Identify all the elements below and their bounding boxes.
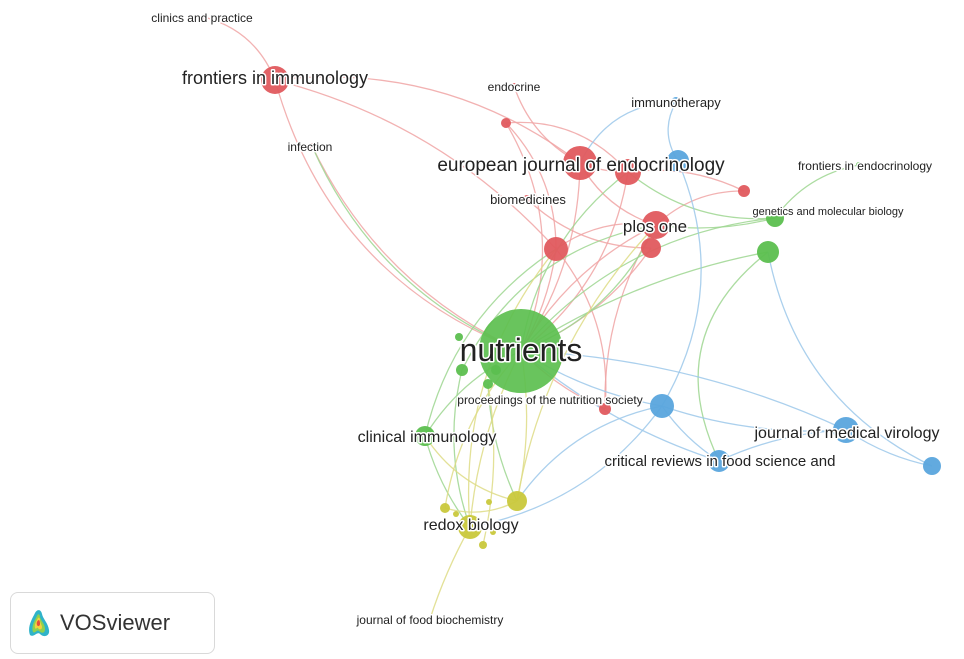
node-yellow-s1[interactable]: [440, 503, 450, 513]
label-frontiers-in-endocrinology[interactable]: frontiers in endocrinology: [796, 158, 933, 175]
network-link: [661, 405, 847, 432]
node-yellow-right[interactable]: [507, 491, 527, 511]
node-biomedicines[interactable]: [523, 195, 531, 203]
label-clinics-and-practice[interactable]: clinics and practice: [150, 10, 255, 27]
node-plos-one[interactable]: [642, 211, 670, 239]
network-link: [429, 526, 471, 620]
network-link: [516, 224, 657, 502]
label-immunotherapy[interactable]: immunotherapy: [630, 94, 723, 112]
label-journal-of-medical-virology[interactable]: journal of medical virology: [752, 424, 941, 444]
node-green-genetics[interactable]: [766, 209, 784, 227]
network-link: [274, 79, 522, 352]
node-blue-endo[interactable]: [667, 150, 689, 172]
network-link: [718, 429, 847, 462]
network-link: [424, 435, 471, 528]
label-proceedings-of-the-nutrition-society[interactable]: proceedings of the nutrition society: [456, 392, 644, 409]
network-link: [453, 369, 471, 528]
node-green-frontiers-endo[interactable]: [856, 162, 862, 168]
node-blue-right[interactable]: [923, 457, 941, 475]
node-red-proceedings[interactable]: [599, 403, 611, 415]
label-genetics-and-molecular-biology[interactable]: genetics and molecular biology: [751, 205, 906, 220]
node-yellow-s4[interactable]: [486, 499, 492, 505]
node-green-right[interactable]: [757, 241, 779, 263]
network-link: [767, 251, 933, 467]
label-journal-of-food-biochemistry[interactable]: journal of food biochemistry: [354, 612, 505, 629]
network-link: [274, 79, 557, 250]
vosviewer-logo-badge: VOSviewer: [10, 592, 215, 654]
label-infection[interactable]: infection: [286, 139, 334, 156]
node-endo-small[interactable]: [501, 118, 511, 128]
vosviewer-logo-text: VOSviewer: [60, 610, 171, 635]
node-red-right[interactable]: [738, 185, 750, 197]
network-link: [505, 121, 629, 173]
node-green-clinical[interactable]: [415, 426, 435, 446]
node-blue-virology[interactable]: [833, 417, 859, 443]
network-link: [505, 122, 557, 250]
label-european-journal-of-endocrinology[interactable]: european journal of endocrinology: [436, 154, 727, 178]
node-green-n1[interactable]: [456, 364, 468, 376]
vosviewer-heatmap-logo-icon: [29, 610, 50, 637]
label-frontiers-in-immunology[interactable]: frontiers in immunology: [180, 67, 369, 90]
network-link: [424, 248, 557, 437]
node-yellow-s5[interactable]: [453, 511, 459, 517]
network-link: [579, 101, 677, 164]
network-link: [469, 405, 663, 528]
node-green-n3[interactable]: [455, 333, 463, 341]
node-yellow-s2[interactable]: [479, 541, 487, 549]
node-green-n4[interactable]: [491, 365, 501, 375]
label-plos-one[interactable]: plos one: [621, 216, 688, 238]
network-link: [467, 248, 557, 528]
network-link: [627, 171, 776, 220]
label-biomedicines[interactable]: biomedicines: [489, 191, 568, 209]
node-yellow-s3[interactable]: [490, 529, 496, 535]
node-clinics[interactable]: [201, 14, 207, 20]
network-link: [311, 145, 522, 352]
network-nodes: [201, 14, 941, 622]
network-link: [311, 145, 522, 352]
label-endocrine[interactable]: endocrine: [486, 79, 542, 96]
network-link: [461, 224, 657, 371]
node-immunotherapy[interactable]: [671, 97, 681, 107]
network-link: [697, 251, 769, 462]
node-red-plos-low[interactable]: [641, 238, 661, 258]
node-red-mid[interactable]: [615, 159, 641, 185]
node-endocrine[interactable]: [511, 83, 517, 89]
node-frontiers-immunology[interactable]: [261, 66, 289, 94]
label-critical-reviews-in-food-science[interactable]: critical reviews in food science and: [603, 452, 837, 472]
network-links: [203, 16, 933, 620]
network-link: [661, 160, 702, 407]
label-redox-biology[interactable]: redox biology: [422, 516, 520, 536]
node-yellow-food[interactable]: [427, 616, 433, 622]
label-nutrients[interactable]: nutrients: [458, 331, 584, 370]
node-infection[interactable]: [309, 143, 315, 149]
network-link: [424, 435, 518, 502]
node-blue-critical[interactable]: [708, 450, 730, 472]
node-blue-proceedings[interactable]: [650, 394, 674, 418]
node-yellow-redox[interactable]: [458, 515, 482, 539]
network-link: [274, 76, 581, 164]
node-european-endocrinology[interactable]: [563, 146, 597, 180]
network-labels: clinics and practice frontiers in immuno…: [150, 10, 941, 629]
label-clinical-immunology[interactable]: clinical immunology: [356, 428, 498, 448]
node-red-left[interactable]: [544, 237, 568, 261]
network-link: [774, 164, 860, 219]
node-green-n2[interactable]: [483, 379, 493, 389]
network-link: [482, 383, 495, 546]
network-link: [555, 248, 607, 410]
network-link: [516, 405, 663, 502]
network-link: [487, 383, 518, 502]
